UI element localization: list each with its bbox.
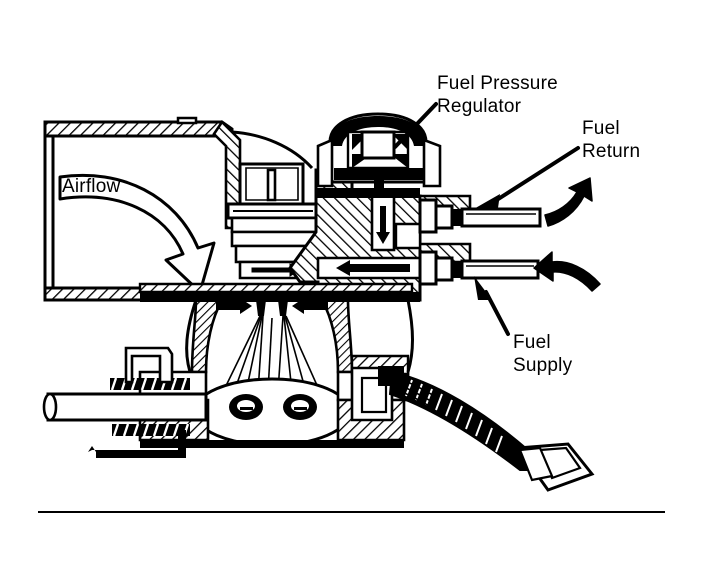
return-fitting-tube [460, 207, 542, 228]
supply-fitting-band [452, 261, 462, 278]
injector-nozzle-right [278, 300, 288, 316]
throttle-shaft-end [42, 392, 58, 422]
air-horn-left-wall [43, 134, 55, 290]
casting-right-contour [406, 299, 414, 373]
fuel-return-flow-arrow [544, 177, 593, 227]
linkage-bracket-upper [124, 346, 174, 384]
fuel-supply-label-line1: Fuel [513, 332, 551, 353]
callout-leaders [393, 102, 438, 149]
return-fitting-band [452, 209, 462, 226]
fuel-supply-arrowhead [474, 276, 492, 300]
regulator-right-bracket [422, 138, 442, 188]
throttle-plate [192, 377, 352, 447]
regulator-diaphragm [334, 168, 424, 180]
fuel-return-leader [472, 146, 580, 210]
air-horn-right-wall [212, 119, 242, 230]
regulator-crimp-ring [330, 116, 426, 146]
linkage-spring-lower [112, 423, 190, 437]
airflow-label: Airflow [62, 176, 120, 197]
regulator-valve-stem [374, 180, 384, 196]
injector-nozzle-left [256, 300, 266, 316]
regulator-passage-arrow [376, 206, 390, 244]
air-horn-top-boss [176, 116, 198, 125]
fuel-return-fitting [418, 198, 542, 234]
fuel-return-label-line2: Return [582, 141, 640, 162]
supply-fitting-tube [460, 259, 540, 280]
air-horn-curve-upper [231, 130, 314, 170]
fuel-pressure-regulator [316, 112, 442, 196]
sensor-layer-2 [230, 230, 318, 248]
harness-ribs [405, 379, 503, 453]
throttle-deck-gasket [138, 282, 414, 294]
fuel-gallery-arrow-1 [336, 260, 410, 276]
air-horn-top-wall [43, 120, 234, 138]
return-fitting-nut [418, 198, 438, 234]
throttle-bore-left-slot [240, 407, 253, 410]
throttle-bore-right-slot [294, 407, 307, 410]
regulator-left-bracket [316, 138, 334, 188]
supply-fitting-nut [418, 250, 438, 286]
throttle-linkage [42, 346, 208, 458]
fuel-pressure-regulator-label-line1: Fuel Pressure [437, 73, 558, 94]
regulator-seat-block [360, 130, 396, 160]
throttle-bore-left-inner [237, 400, 255, 412]
fuel-supply-flow-arrow [533, 251, 601, 292]
fuel-return-label-line1: Fuel [582, 118, 620, 139]
fuel-supply-label-line2: Supply [513, 355, 573, 376]
harness-strands [391, 375, 439, 410]
casting-left-contour [185, 299, 198, 373]
sensor-layer-1 [230, 216, 318, 234]
fuel-supply-fitting [418, 250, 540, 286]
return-fitting-collar [434, 204, 454, 230]
base-bottom-edge [140, 440, 404, 448]
linkage-rod-lower [88, 430, 186, 458]
sensor-block-slot [266, 168, 277, 202]
throttle-shaft [46, 392, 208, 422]
fuel-return-arrowhead [472, 194, 500, 210]
throttle-deck-plate [140, 292, 420, 302]
throttle-bore-right-inner [291, 400, 309, 412]
fuel-supply-leader [474, 276, 510, 336]
wiring-harness [350, 366, 595, 492]
casting-top-flange [316, 188, 420, 198]
fuel-pressure-regulator-leader [393, 102, 438, 149]
linkage-spring-upper [110, 377, 190, 391]
fuel-pressure-regulator-label-line2: Regulator [437, 96, 522, 117]
supply-fitting-collar [434, 256, 454, 282]
regulator-chamber [394, 222, 422, 250]
harness-connector-body [518, 446, 554, 482]
throttle-plate-assembly [192, 377, 352, 447]
